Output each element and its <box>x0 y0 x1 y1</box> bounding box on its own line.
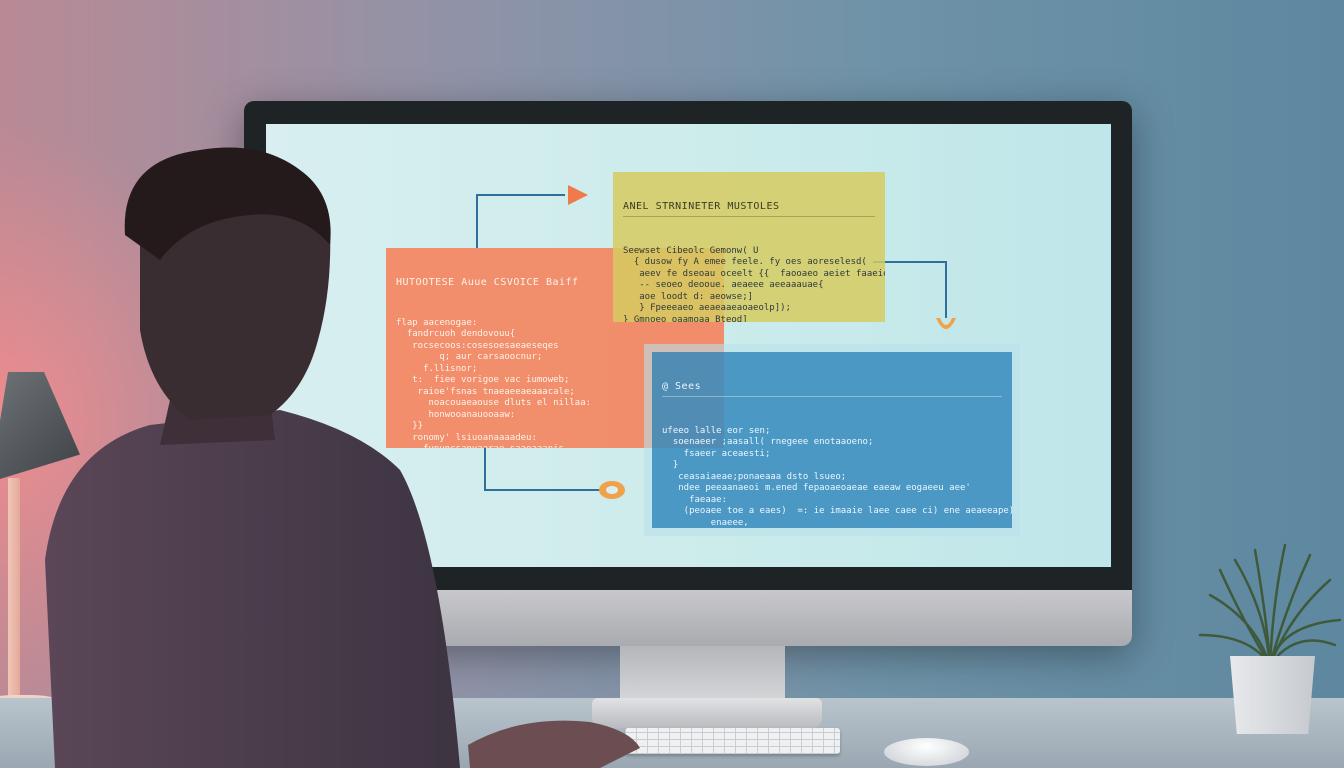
code-line: faeaae: <box>662 494 728 505</box>
orange-panel-code: flap aacenogae: fandrcuoh dendovouu{ roc… <box>396 318 714 449</box>
code-line: ndee peeaanaeoi m.ened fepaoaeoaeae eaea… <box>662 483 971 493</box>
code-line: } Fpeeeaeo aeaeaaeaoaeolp]); <box>623 303 791 313</box>
code-line: t: fiee vorigoe vac iumoweb; <box>396 375 570 385</box>
code-line: noacouaeaouse dluts el nillaa: <box>396 398 592 408</box>
monitor-stand-base <box>592 698 822 728</box>
code-line: ronomy' lsiuoanaaaadeu: <box>396 432 537 443</box>
code-line: raioe'fsnas tnaeaeeaeaaacale; <box>396 386 575 397</box>
code-line: q; aur carsaoocnur; <box>396 352 543 362</box>
monitor-stand <box>620 646 785 702</box>
connector-right <box>873 261 947 318</box>
code-line: aoe loodt d: aeowse;] <box>623 291 754 302</box>
code-panel-blue: @ Sees ufeeo lalle eor sen; soenaeer ;aa… <box>644 344 1020 536</box>
code-line: ceasaiaeae;ponaeaaa dsto lsueo; <box>662 471 847 482</box>
connector-top-left <box>476 194 565 248</box>
connector-bottom-left <box>484 448 600 491</box>
code-line: -- seoeo deooue. aeaeee aeeaaauae{ <box>623 280 824 290</box>
person-hair <box>124 147 331 260</box>
blue-panel-code: ufeeo lalle eor sen; soenaeer ;aasall( r… <box>662 425 1012 529</box>
code-line: soenaeer ;aasall( rnegeee enotaaoeno; <box>662 437 874 447</box>
code-line: { dusow fy A emee feele. fy oes aoresele… <box>623 257 867 267</box>
code-line: honwooanauooaaw: <box>396 409 516 420</box>
code-line: }} <box>396 421 424 431</box>
connector-node-icon-right <box>936 318 956 329</box>
code-line: flap aacenogae: <box>396 317 478 328</box>
mouse <box>884 738 969 766</box>
person-torso <box>45 410 460 768</box>
blue-panel-title: @ Sees <box>662 381 1002 397</box>
code-line: } <box>662 460 679 470</box>
code-line: rocsecoos:cosesoesaeaeseqes <box>396 340 559 351</box>
yellow-panel-title: ANEL STRNINETER MUSTOLES <box>623 201 875 217</box>
arrowhead-orange-right <box>568 185 588 205</box>
code-line: enaeee, <box>662 517 749 528</box>
code-line: fandrcuoh dendovouu{ <box>396 329 516 339</box>
code-line: aeev fe dseoau oceelt {{ faooaeo aeiet f… <box>639 268 885 279</box>
desk-lamp-pole <box>8 478 20 700</box>
orange-panel-title: HUTOOTESE Auue CSVOICE Baiff <box>396 277 579 288</box>
potted-plant-icon <box>1198 543 1342 665</box>
code-line: } Gmnoeo oaamoaa Bteod] <box>623 314 748 323</box>
code-line: fununcsanvaarae saaeaaanis. <box>396 444 714 448</box>
plant-pot <box>1230 656 1315 734</box>
code-line: (peoaee toe a eaes) =: ie imaaie laee ca… <box>662 506 1012 516</box>
person-hand <box>468 720 640 768</box>
keyboard <box>625 728 840 754</box>
yellow-panel-code: Seewset Cibeolc Gemonw( U { dusow fy A e… <box>623 245 885 323</box>
code-line: ufeeo lalle eor sen; <box>662 425 771 436</box>
code-line: fsaeer aceaesti; <box>662 448 771 459</box>
code-panel-yellow: ANEL STRNINETER MUSTOLES Seewset Cibeolc… <box>613 172 885 322</box>
code-line: Seewset Cibeolc Gemonw( U <box>623 245 759 256</box>
code-line: f.llisnor; <box>396 363 478 374</box>
